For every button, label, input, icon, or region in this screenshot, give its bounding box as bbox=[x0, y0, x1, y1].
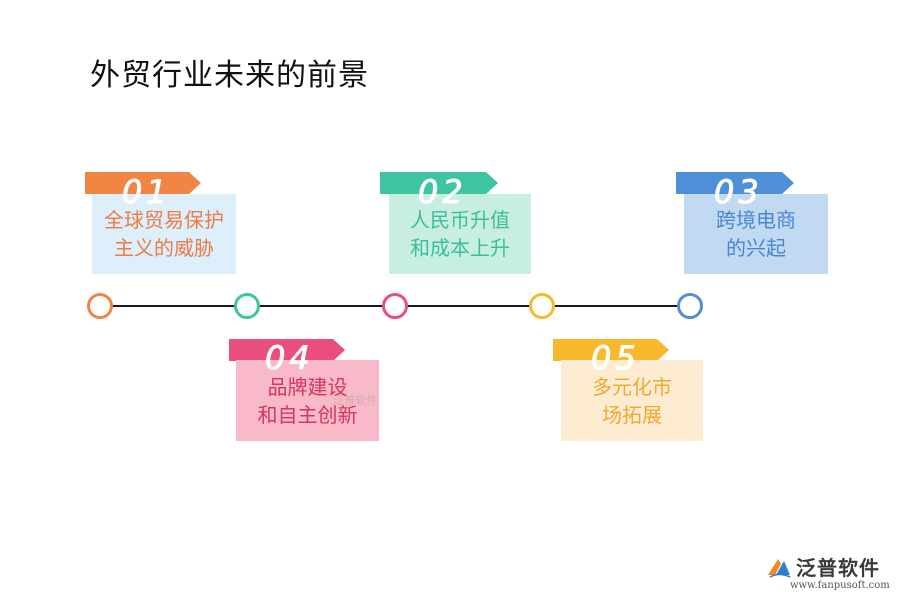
logo-mark-icon bbox=[766, 555, 792, 579]
step-tag-5 bbox=[553, 339, 669, 361]
step-tag-4 bbox=[229, 339, 345, 361]
logo-url: www.fanpusoft.com bbox=[790, 580, 890, 591]
timeline-dot-2 bbox=[234, 293, 260, 319]
step-box-4: 品牌建设 和自主创新 bbox=[236, 360, 379, 441]
step-tag-3 bbox=[676, 172, 794, 194]
step-box-3: 跨境电商 的兴起 bbox=[684, 194, 828, 274]
step-line1: 全球贸易保护 bbox=[104, 208, 224, 232]
page-title: 外贸行业未来的前景 bbox=[90, 58, 369, 93]
step-line2: 和成本上升 bbox=[410, 236, 510, 260]
step-number-2: 02 bbox=[418, 173, 467, 211]
timeline-dot-3 bbox=[382, 293, 408, 319]
timeline-dot-1 bbox=[87, 293, 113, 319]
timeline-dot-5 bbox=[677, 293, 703, 319]
step-tag-1 bbox=[85, 172, 201, 194]
step-line1: 多元化市 bbox=[592, 374, 672, 399]
step-box-1: 全球贸易保护 主义的威胁 bbox=[92, 194, 236, 274]
watermark: 泛普软件 bbox=[333, 394, 377, 407]
step-line1: 品牌建设 bbox=[267, 374, 348, 399]
brand-logo: 泛普软件 bbox=[766, 552, 880, 581]
step-line1: 人民币升值 bbox=[410, 208, 510, 232]
step-box-5: 多元化市 场拓展 bbox=[561, 360, 703, 441]
step-box-2: 人民币升值 和成本上升 bbox=[389, 194, 531, 274]
step-line2: 场拓展 bbox=[602, 402, 662, 427]
step-number-5: 05 bbox=[591, 339, 640, 377]
step-number-1: 01 bbox=[122, 173, 171, 211]
step-line2: 的兴起 bbox=[726, 236, 786, 260]
step-line2: 主义的威胁 bbox=[114, 236, 214, 260]
step-number-3: 03 bbox=[714, 173, 763, 211]
logo-name: 泛普软件 bbox=[796, 556, 880, 580]
step-line1: 跨境电商 bbox=[716, 208, 796, 232]
step-line2: 和自主创新 bbox=[257, 402, 358, 427]
step-tag-2 bbox=[380, 172, 498, 194]
step-number-4: 04 bbox=[265, 339, 314, 377]
timeline-dot-4 bbox=[529, 293, 555, 319]
